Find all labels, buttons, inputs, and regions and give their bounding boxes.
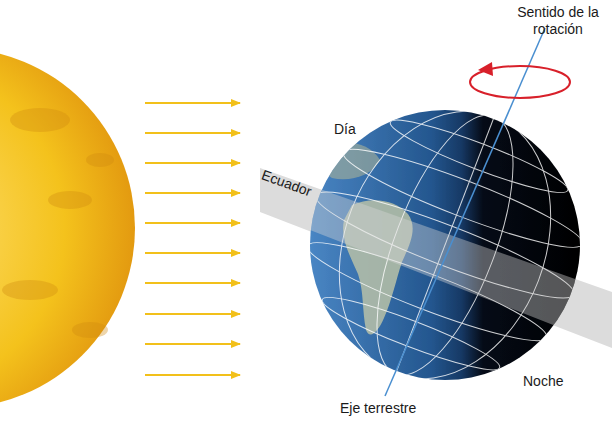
- sun-rays: [145, 103, 240, 375]
- earth-axis: [385, 28, 545, 396]
- rotation-arrowhead: [478, 62, 493, 76]
- night-label: Noche: [523, 373, 563, 390]
- day-label: Día: [334, 121, 356, 138]
- sun: [0, 48, 135, 408]
- axis-label: Eje terrestre: [340, 400, 416, 417]
- sun-texture: [2, 108, 114, 338]
- globe-grid: [266, 65, 612, 421]
- land-mass: [318, 143, 380, 180]
- rotation-label: Sentido de la rotación: [508, 4, 608, 38]
- equator-band-overlay: [300, 182, 612, 348]
